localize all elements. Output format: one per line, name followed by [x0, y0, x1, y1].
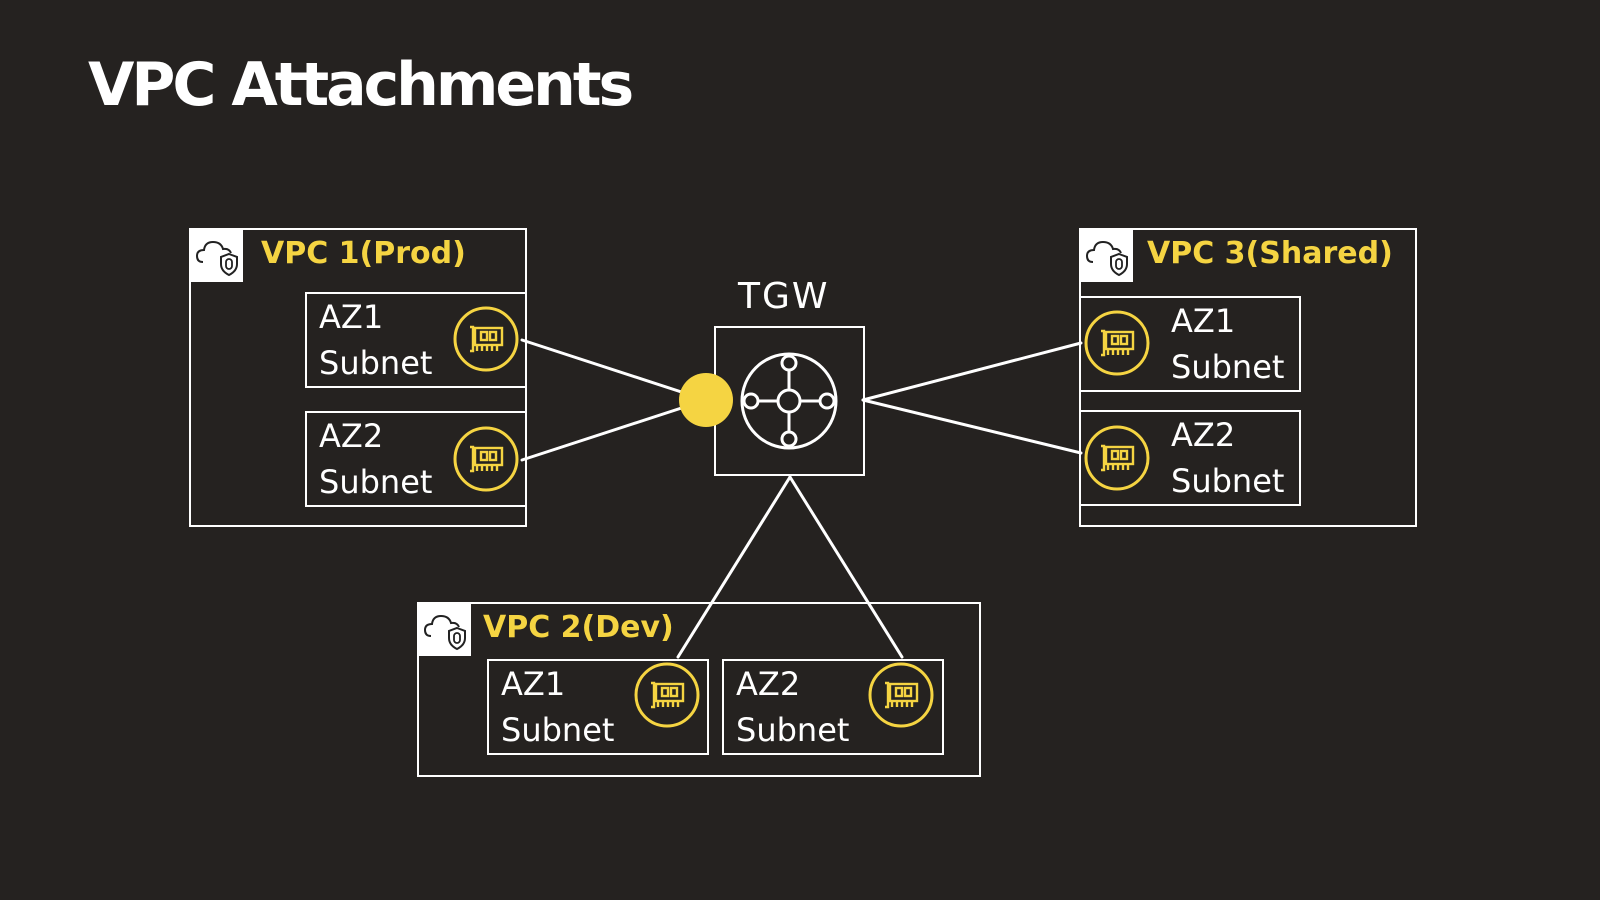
- network-interface-icon: [634, 662, 700, 728]
- vpc-1-container: VPC 1(Prod) AZ1 Subnet AZ2 Subnet: [189, 228, 527, 527]
- tgw-label: TGW: [738, 276, 830, 317]
- vpc-1-az2-subnet: AZ2 Subnet: [305, 411, 527, 507]
- vpc-2-container: VPC 2(Dev) AZ1 Subnet AZ2 Subnet: [417, 602, 981, 777]
- link-vpc1-az1-to-hub: [520, 338, 708, 402]
- vpc-3-label: VPC 3(Shared): [1147, 236, 1393, 271]
- vpc-2-label: VPC 2(Dev): [483, 610, 674, 645]
- vpc-cloud-shield-icon: [419, 604, 471, 656]
- network-interface-icon: [1084, 310, 1150, 376]
- link-tgw-to-vpc3-az1: [861, 341, 1083, 402]
- subnet-type-label: Subnet: [1171, 348, 1285, 386]
- subnet-az-label: AZ2: [319, 417, 384, 455]
- subnet-type-label: Subnet: [319, 463, 433, 501]
- subnet-az-label: AZ2: [736, 665, 801, 703]
- network-interface-icon: [868, 662, 934, 728]
- vpc-3-container: VPC 3(Shared) AZ1 Subnet AZ2 Subnet: [1079, 228, 1417, 527]
- subnet-type-label: Subnet: [501, 711, 615, 749]
- subnet-az-label: AZ1: [319, 298, 384, 336]
- link-vpc1-az2-to-hub: [520, 398, 708, 462]
- link-tgw-to-vpc2-az1: [676, 475, 792, 659]
- vpc-3-az1-subnet: AZ1 Subnet: [1079, 296, 1301, 392]
- vpc-3-az2-subnet: AZ2 Subnet: [1079, 410, 1301, 506]
- vpc-2-az1-subnet: AZ1 Subnet: [487, 659, 709, 755]
- vpc-2-az2-subnet: AZ2 Subnet: [722, 659, 944, 755]
- subnet-type-label: Subnet: [1171, 462, 1285, 500]
- attachment-hub-dot: [679, 373, 733, 427]
- link-tgw-to-vpc2-az2: [788, 475, 904, 659]
- vpc-cloud-shield-icon: [191, 230, 243, 282]
- network-interface-icon: [453, 426, 519, 492]
- network-interface-icon: [1084, 425, 1150, 491]
- subnet-type-label: Subnet: [319, 344, 433, 382]
- subnet-az-label: AZ2: [1171, 416, 1236, 454]
- vpc-1-label: VPC 1(Prod): [261, 236, 466, 271]
- subnet-type-label: Subnet: [736, 711, 850, 749]
- subnet-az-label: AZ1: [1171, 302, 1236, 340]
- network-interface-icon: [453, 306, 519, 372]
- transit-gateway-node: [714, 326, 865, 476]
- vpc-1-az1-subnet: AZ1 Subnet: [305, 292, 527, 388]
- subnet-az-label: AZ1: [501, 665, 566, 703]
- page-title: VPC Attachments: [88, 50, 634, 120]
- link-tgw-to-vpc3-az2: [861, 398, 1083, 455]
- vpc-cloud-shield-icon: [1081, 230, 1133, 282]
- transit-gateway-icon: [740, 352, 838, 450]
